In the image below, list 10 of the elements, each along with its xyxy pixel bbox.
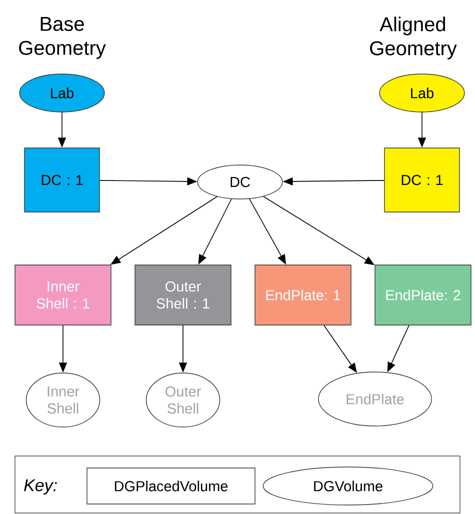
placed-volume-box: Outer Shell : 1	[134, 264, 232, 326]
placed-volume-box: DC : 1	[384, 148, 460, 212]
placed-volume-box: EndPlate: 2	[374, 264, 472, 326]
placed-volume-box: DC : 1	[24, 148, 100, 212]
placed-volume-box: Inner Shell : 1	[14, 264, 112, 326]
placed-volume-box: EndPlate: 1	[254, 264, 352, 326]
key-box-sample: DGPlacedVolume	[86, 468, 256, 504]
heading: Base Geometry	[19, 17, 106, 59]
key-ellipse-sample: DGVolume	[262, 466, 434, 506]
heading: Aligned Geometry	[370, 16, 457, 60]
